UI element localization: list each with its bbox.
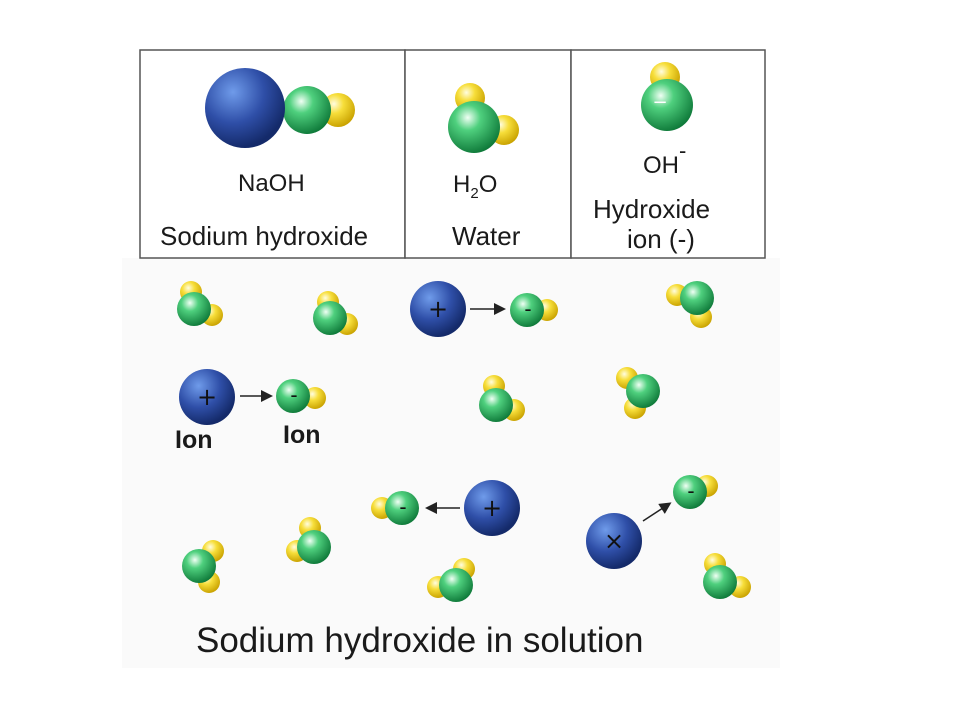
hydroxide-ion-charge: - xyxy=(399,495,406,519)
hydroxide-name-line1: Hydroxide xyxy=(593,194,711,224)
hydroxide-ion-charge: - xyxy=(687,479,694,503)
hydroxide-ion-icon: - xyxy=(371,491,419,525)
hydroxide-name-line2: ion (-) xyxy=(627,224,695,254)
water-molecule-icon xyxy=(177,281,223,326)
hydroxide-formula-charge: - xyxy=(679,138,687,163)
hydroxide-formula-text: OH xyxy=(643,152,679,179)
diagram-caption: Sodium hydroxide in solution xyxy=(196,621,644,660)
sodium-ion-icon: + xyxy=(179,369,235,425)
ion-label-positive: Ion xyxy=(175,426,213,454)
ion-label-negative: Ion xyxy=(283,421,321,449)
sodium-ion-icon: + xyxy=(464,480,520,536)
sodium-ion-icon: + xyxy=(410,281,466,337)
water-molecule-icon xyxy=(286,517,331,564)
water-molecule-icon xyxy=(448,83,519,153)
sodium-ion-icon: × xyxy=(586,513,642,569)
solution-molecules: + + + × - - - - xyxy=(177,281,751,602)
hydroxide-ion-icon: - xyxy=(673,475,718,509)
hydroxide-badge: − xyxy=(652,92,667,113)
sodium-ion-charge: + xyxy=(482,494,502,522)
water-molecule-icon xyxy=(313,291,358,335)
water-molecule-icon xyxy=(479,375,525,422)
water-formula-h: H xyxy=(453,171,471,198)
water-molecule-icon xyxy=(616,367,660,419)
naoh-formula: NaOH xyxy=(238,170,305,197)
hydroxide-formula: OH- xyxy=(643,140,686,179)
naoh-name: Sodium hydroxide xyxy=(160,221,369,251)
water-formula-o: O xyxy=(478,171,498,198)
sodium-ion-charge: + xyxy=(428,295,448,323)
water-name: Water xyxy=(452,221,521,251)
water-formula-sub: 2 xyxy=(470,184,479,202)
sodium-ion-charge: × xyxy=(604,527,624,555)
hydroxide-ion-icon: - xyxy=(510,293,558,327)
water-molecule-icon xyxy=(182,540,224,593)
hydroxide-ion-charge: - xyxy=(524,297,531,321)
naoh-molecule-icon xyxy=(205,68,355,148)
water-molecule-icon xyxy=(666,281,714,328)
water-formula: H2O xyxy=(453,173,497,201)
hydroxide-ion-icon: - xyxy=(276,379,326,413)
hydroxide-ion-icon: − xyxy=(641,62,693,131)
dissociation-arrows xyxy=(240,303,672,522)
arrow-icon xyxy=(642,502,672,522)
hydroxide-ion-charge: - xyxy=(290,383,297,407)
panel-water xyxy=(404,49,572,259)
sodium-ion-charge: + xyxy=(197,383,217,411)
water-molecule-icon xyxy=(703,553,751,599)
water-molecule-icon xyxy=(427,558,475,602)
